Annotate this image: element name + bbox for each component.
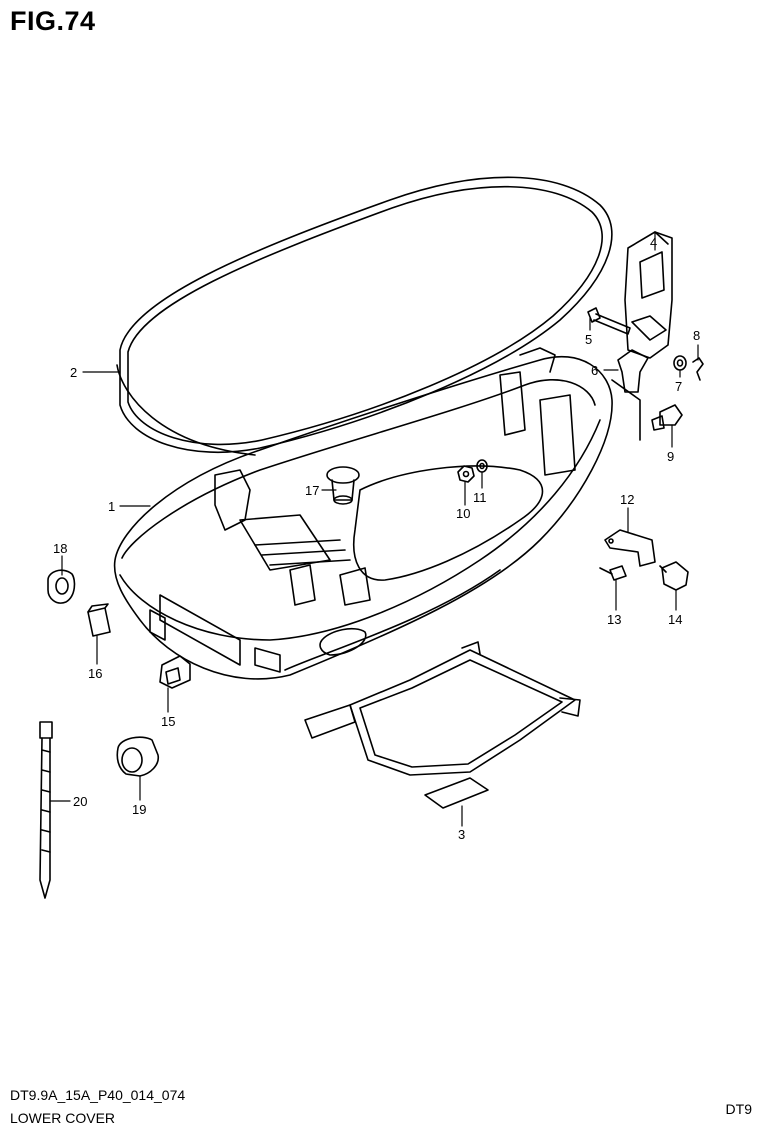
clamp-part [604, 529, 656, 567]
callout-6: 6 [591, 363, 598, 378]
callout-7: 7 [675, 379, 682, 394]
callout-20: 20 [73, 794, 87, 809]
leader-lines [49, 231, 699, 827]
callout-10: 10 [456, 506, 470, 521]
callout-12: 12 [620, 492, 634, 507]
lower-frame-part [304, 641, 581, 809]
clip-part [692, 357, 704, 381]
callout-17: 17 [305, 483, 319, 498]
grommet-part [159, 655, 191, 689]
callout-2: 2 [70, 365, 77, 380]
rubber-cap-part [659, 561, 689, 591]
callout-16: 16 [88, 666, 102, 681]
bolt-part [651, 404, 683, 431]
nut-part [457, 465, 475, 483]
seal-ring-part [116, 176, 613, 456]
callout-11: 11 [473, 490, 487, 505]
callout-4: 4 [650, 235, 657, 250]
callout-1: 1 [108, 499, 115, 514]
drawing-code: DT9.9A_15A_P40_014_074 [10, 1087, 186, 1103]
bolt-part [587, 307, 631, 335]
washer-part [673, 355, 687, 371]
callout-8: 8 [693, 328, 700, 343]
cable-tie-part [39, 721, 53, 899]
callout-5: 5 [585, 332, 592, 347]
callout-15: 15 [161, 714, 175, 729]
bushing-part [116, 736, 160, 777]
callout-18: 18 [53, 541, 67, 556]
pad-part [87, 603, 111, 637]
lower-cover-part [113, 347, 613, 680]
callout-9: 9 [667, 449, 674, 464]
grommet-part [47, 569, 76, 604]
figure-title: FIG.74 [10, 6, 96, 36]
callout-19: 19 [132, 802, 146, 817]
screw-part [599, 565, 627, 581]
model-code: DT9 [725, 1101, 752, 1117]
callout-3: 3 [458, 827, 465, 842]
plug-part [326, 466, 360, 505]
callout-14: 14 [668, 612, 682, 627]
callout-13: 13 [607, 612, 621, 627]
callouts: 1 2 3 4 5 6 7 8 9 10 11 12 13 14 15 16 1… [53, 235, 700, 842]
bracket-part [624, 231, 673, 359]
hook-part [611, 349, 649, 441]
assembly-name: LOWER COVER [10, 1110, 116, 1126]
